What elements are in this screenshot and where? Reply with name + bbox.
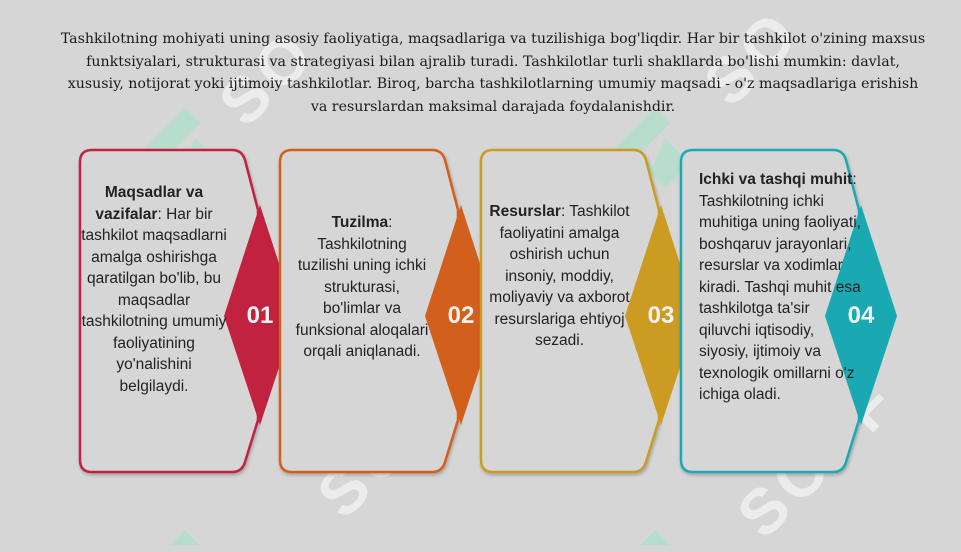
card-1-diamond: [224, 205, 296, 425]
card-2-outline: [278, 148, 460, 474]
intro-paragraph: Tashkilotning mohiyati uning asosiy faol…: [60, 31, 926, 115]
card-4-body: : Tashkilotning ichki muhitiga uning fao…: [699, 171, 861, 403]
card-1-body: : Har bir tashkilot maqsadlarni amalga o…: [81, 205, 227, 395]
card-4-number: 04: [847, 302, 875, 329]
card-3-outline: [479, 148, 661, 474]
card-3-diamond: [625, 205, 697, 425]
card-2-body: : Tashkilotning tuzilishi uning ichki st…: [295, 214, 429, 360]
card-3-title: Resurslar: [489, 203, 561, 220]
card-2-title: Tuzilma: [331, 214, 389, 231]
card-4-title: Ichki va tashqi muhit: [699, 171, 853, 188]
card-1-text: Maqsadlar va vazifalar: Har bir tashkilo…: [80, 182, 228, 397]
card-3-body: : Tashkilot faoliyatini amalga oshirish …: [489, 203, 630, 349]
card-1-title: Maqsadlar va vazifalar: [95, 184, 204, 223]
card-2-diamond: [425, 205, 497, 425]
card-1-number: 01: [246, 302, 274, 329]
card-2-text: Tuzilma: Tashkilotning tuzilishi uning i…: [294, 212, 430, 363]
card-3-number: 03: [647, 302, 675, 329]
process-diagram: [78, 148, 897, 474]
card-4-outline: [679, 148, 861, 474]
card-2-number: 02: [447, 302, 475, 329]
card-3-text: Resurslar: Tashkilot faoliyatini amalga …: [487, 201, 632, 352]
card-4-diamond: [825, 205, 897, 425]
card-1-outline: [78, 148, 260, 474]
card-4-text: Ichki va tashqi muhit: Tashkilotning ich…: [699, 169, 864, 406]
